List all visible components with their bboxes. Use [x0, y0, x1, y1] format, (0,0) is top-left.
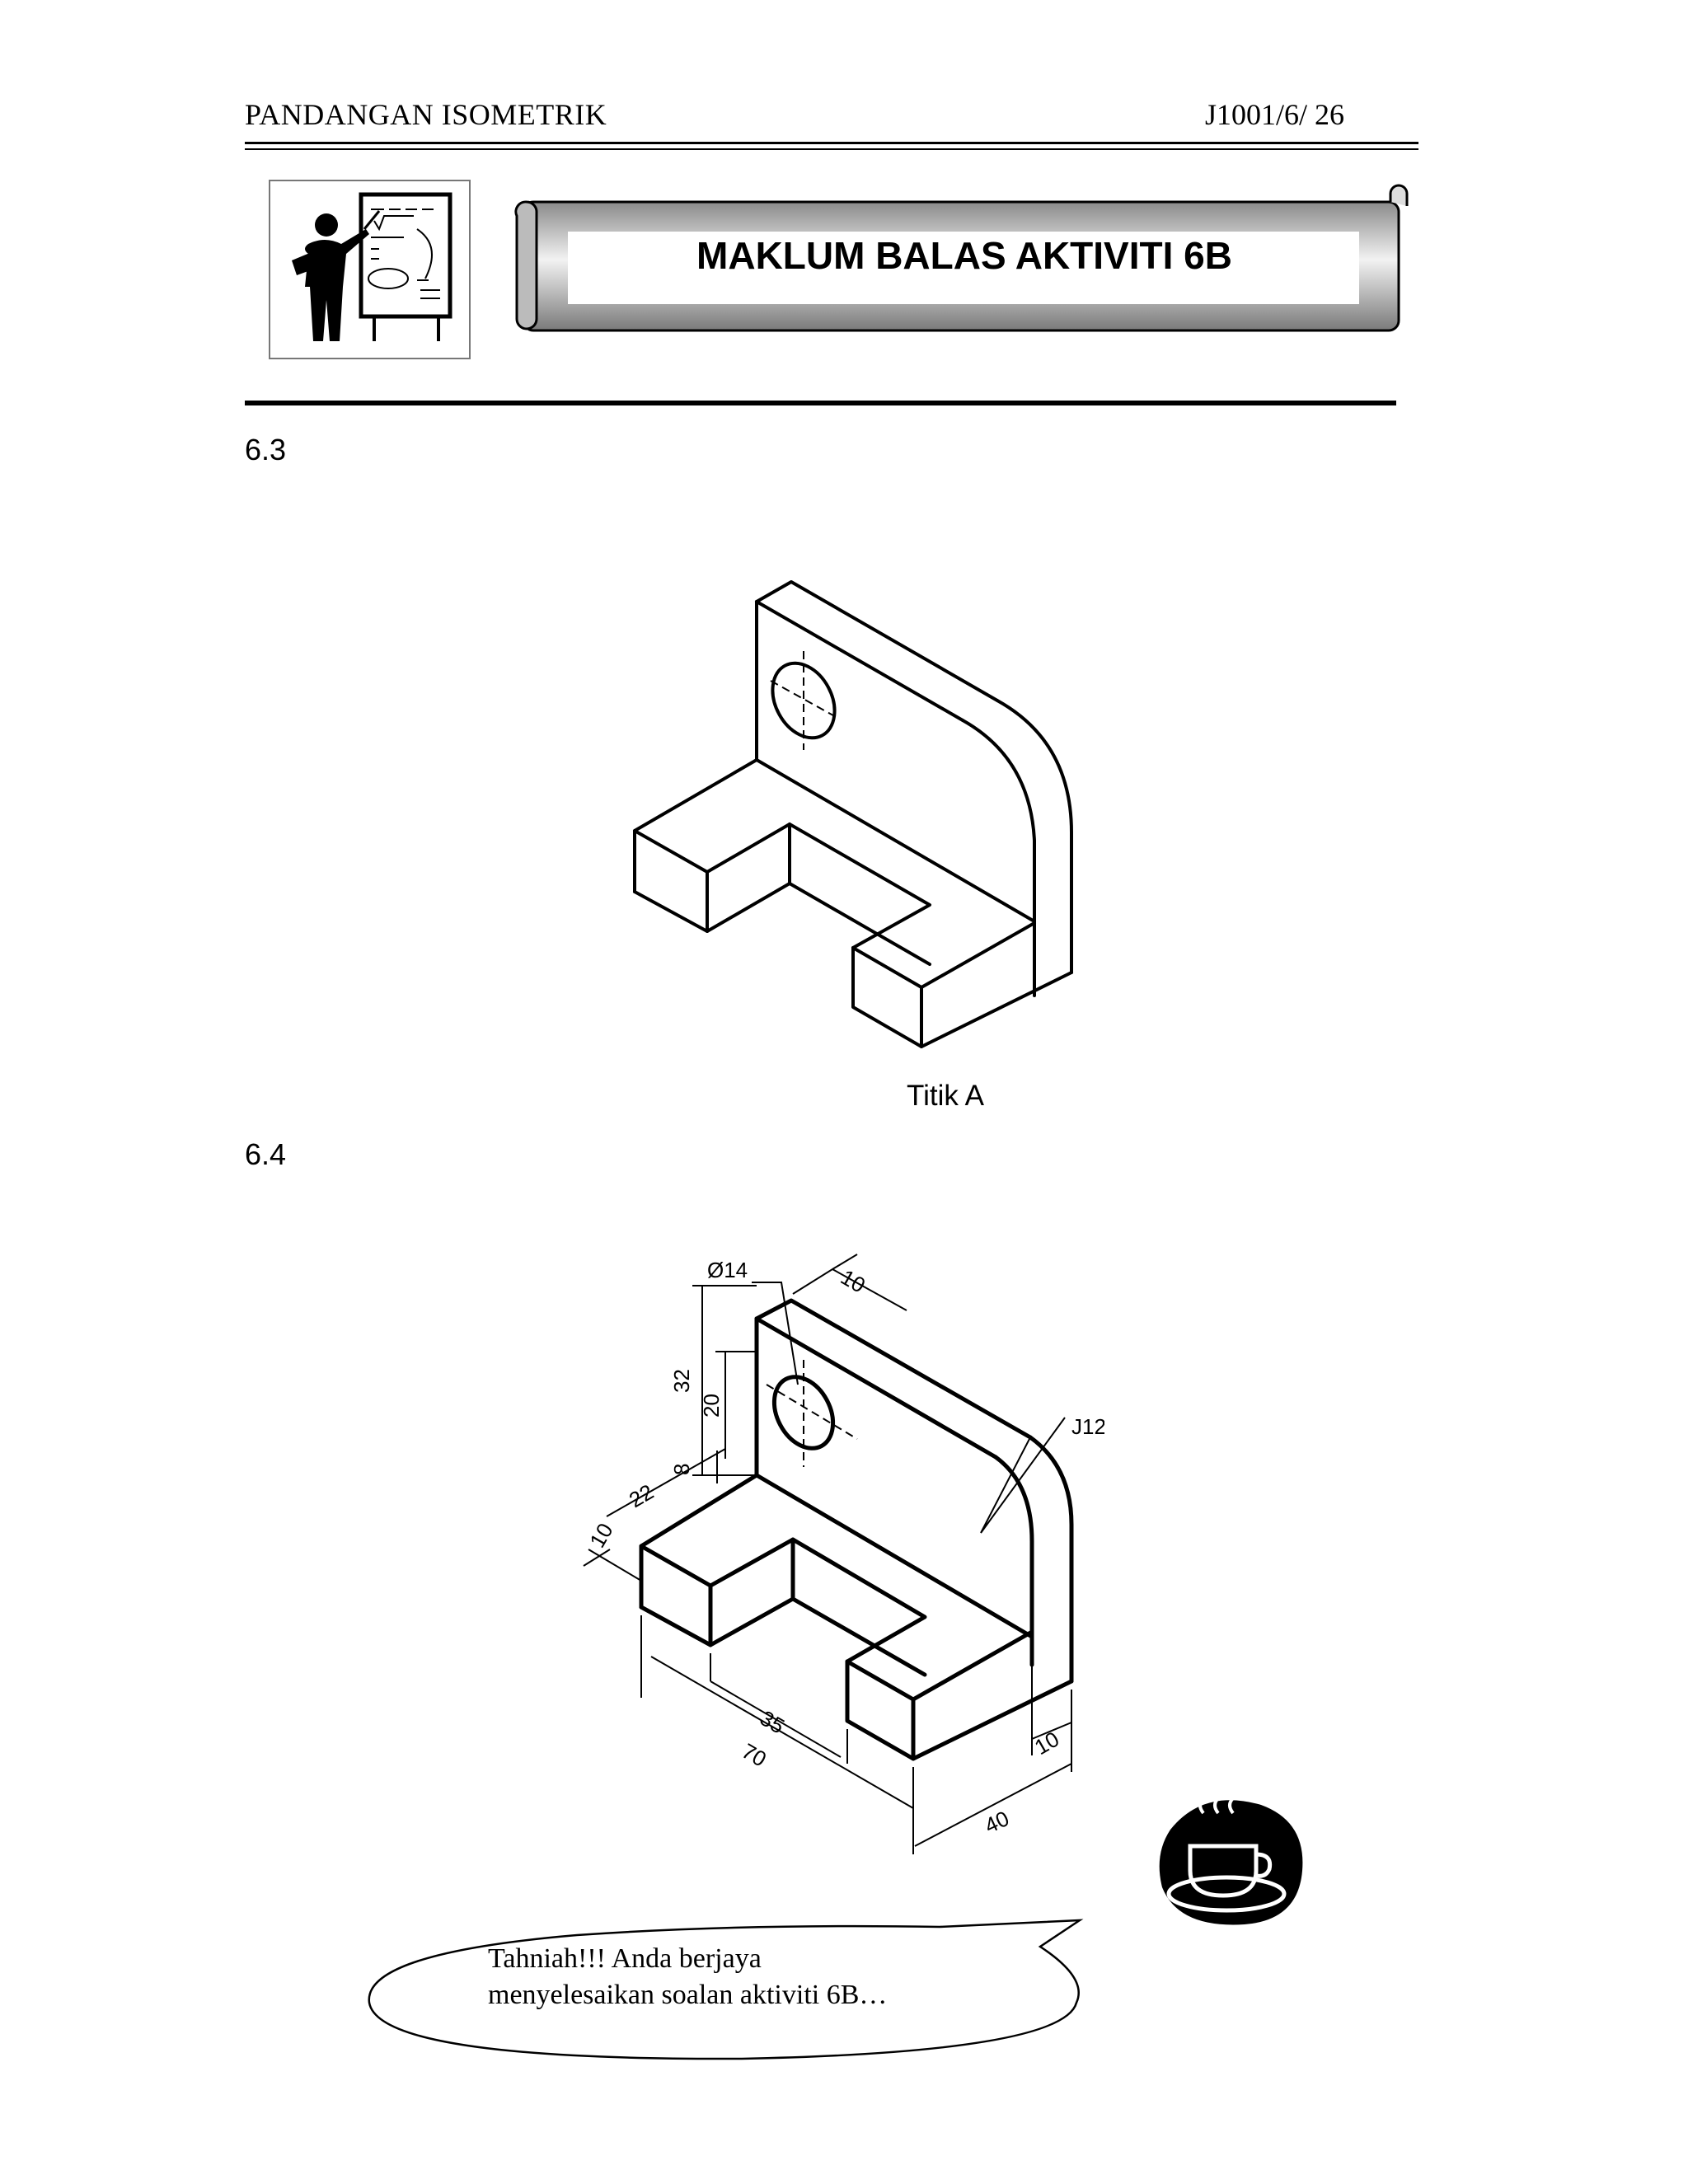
dim-20: 20 [699, 1394, 724, 1418]
dim-diameter-14: Ø14 [707, 1258, 748, 1282]
header-rule-thin [245, 148, 1418, 150]
bubble-message: Tahniah!!! Anda berjaya menyelesaikan so… [488, 1941, 1015, 2013]
dimensioned-isometric-drawing-6-4: Ø14 10 32 20 8 22 10 J12 35 70 10 40 [583, 1254, 1104, 1854]
section-number-6-3: 6.3 [245, 433, 287, 466]
speech-bubble [368, 1919, 1084, 2060]
isometric-drawing-6-3 [633, 580, 1073, 1048]
dim-top-10: 10 [837, 1264, 870, 1297]
section-number-6-4: 6.4 [245, 1137, 287, 1171]
teacher-at-board-icon [269, 180, 471, 359]
point-label-titik-a: Titik A [907, 1080, 984, 1112]
dim-left-10: 10 [584, 1519, 617, 1552]
dim-8: 8 [669, 1464, 694, 1475]
dim-32: 32 [669, 1369, 694, 1393]
banner-scroll [514, 184, 1409, 332]
bubble-line-1: Tahniah!!! Anda berjaya [488, 1943, 762, 1974]
banner-title: MAKLUM BALAS AKTIVITI 6B [696, 234, 1232, 277]
header-title: PANDANGAN ISOMETRIK [245, 98, 607, 131]
dim-70: 70 [738, 1738, 771, 1771]
section-rule [245, 401, 1396, 405]
dim-radius-j12: J12 [1071, 1414, 1104, 1439]
dim-right-10: 10 [1030, 1727, 1063, 1760]
coffee-cup-icon [1159, 1797, 1303, 1925]
bubble-line-2: menyelesaikan soalan aktiviti 6B… [488, 1980, 888, 2010]
dim-22: 22 [625, 1479, 658, 1512]
page-code: J1001/6/ 26 [1205, 98, 1345, 131]
header-rule [245, 142, 1418, 144]
dim-40: 40 [981, 1806, 1013, 1838]
